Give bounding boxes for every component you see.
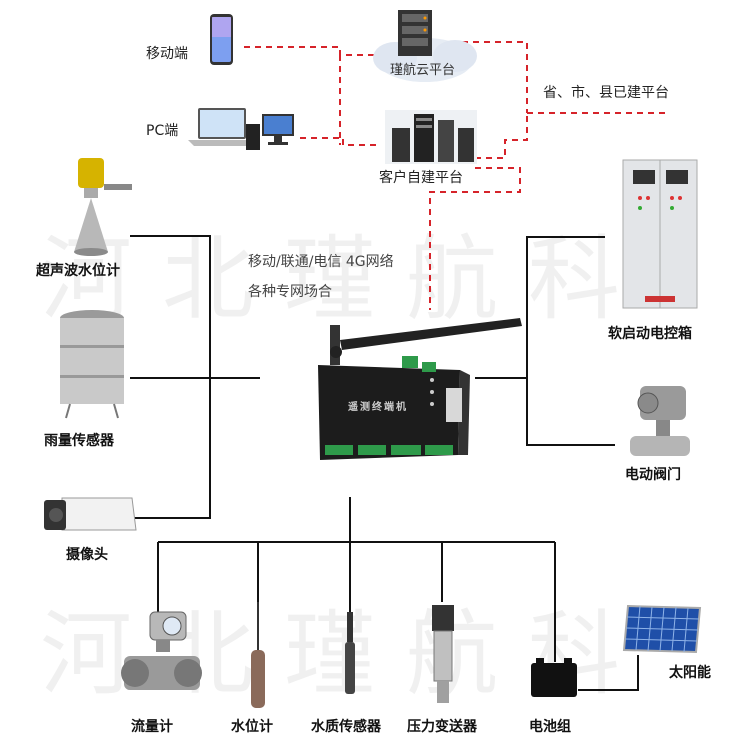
self-platform-label: 客户自建平台 [379,170,463,186]
rain-gauge-icon [60,310,124,419]
battery-icon [531,658,577,697]
rtu-terminal-icon [318,356,470,460]
bottom-device-label-1: 水位计 [231,719,273,735]
network-line2: 各种专网场合 [248,284,332,300]
water-level-probe-icon [251,602,265,708]
cloud-platform-label: 瑾航云平台 [390,63,456,78]
wire-right-bus [526,236,615,446]
wire-solar [578,655,639,691]
electric-valve-icon [630,386,690,456]
link-mobile-cloud [244,46,383,56]
terminal-label: 遥测终端机 [348,402,408,413]
right-device-label-1: 电动阀门 [625,467,681,483]
camera-icon [44,497,137,531]
phone-icon [210,14,233,65]
solid-wires [130,235,639,691]
watermark-top: 河北瑾航科 [40,226,651,333]
left-device-label-0: 超声波水位计 [36,263,120,279]
control-cabinet-icon [622,159,698,309]
link-self-terminal [429,167,521,310]
laptop-icon [188,108,256,146]
pressure-transmitter-icon [432,605,454,703]
desktop-pc-icon [246,114,294,150]
mobile-label: 移动端 [146,46,188,62]
pc-label: PC端 [146,123,179,139]
solar-panel-icon [622,604,702,654]
right-device-label-0: 软启动电控箱 [608,326,692,342]
left-device-label-1: 雨量传感器 [44,433,114,449]
link-self-gov [475,113,528,159]
bottom-device-label-0: 流量计 [131,719,173,735]
cloud-server-icon [373,10,477,82]
solar-label: 太阳能 [669,665,711,681]
water-quality-sensor-icon [345,612,355,694]
link-pc-self [300,137,380,146]
dashed-links [244,41,670,310]
left-device-label-2: 摄像头 [66,547,108,563]
bottom-device-label-4: 电池组 [529,719,571,735]
antenna-icon [330,318,522,365]
server-rack-icon [385,110,477,164]
gov-platform-label: 省、市、县已建平台 [543,85,669,101]
bottom-device-label-3: 压力变送器 [407,719,477,735]
flowmeter-icon [121,611,202,690]
bottom-device-label-2: 水质传感器 [311,719,381,735]
link-cloud-gov [462,41,528,113]
radar-level-icon [74,158,132,256]
network-line1: 移动/联通/电信 4G网络 [248,254,394,270]
watermark-bottom: 河北瑾航科 [40,580,650,713]
